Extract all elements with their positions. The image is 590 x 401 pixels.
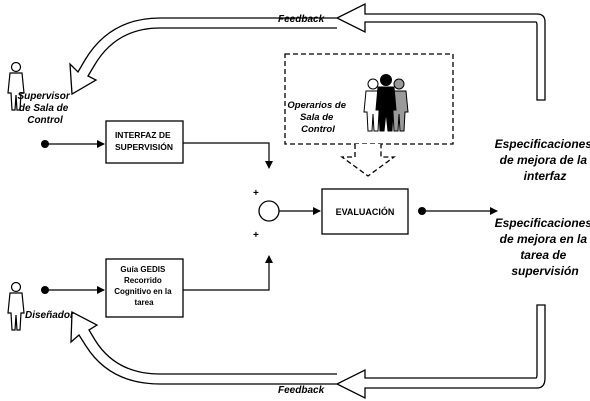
output-interfaz-label: Especificaciones de mejora de la interfa… bbox=[495, 137, 590, 183]
supervisor-person-icon bbox=[7, 61, 25, 111]
evaluacion-box bbox=[321, 188, 409, 235]
feedback-arrow-top bbox=[69, 2, 546, 101]
connector-interfaz-sum bbox=[183, 142, 273, 169]
designer-label: Diseñador bbox=[25, 310, 75, 321]
interfaz-supervision-box bbox=[105, 120, 184, 164]
operators-down-arrow bbox=[340, 144, 396, 177]
plus-sign-top: + bbox=[253, 188, 259, 199]
feedback-top-label: Feedback bbox=[278, 14, 325, 25]
evaluacion-box-label: EVALUACIÓN bbox=[336, 206, 395, 217]
interfaz-box-label: INTERFAZ DE SUPERVISIÓN bbox=[115, 130, 173, 152]
guia-gedis-box bbox=[105, 258, 184, 318]
summing-junction bbox=[258, 200, 280, 222]
designer-person-icon bbox=[7, 281, 25, 331]
connector-guia-sum bbox=[183, 255, 273, 291]
guia-box-label: Guía GEDIS Recorrido Cognitivo en la tar… bbox=[114, 265, 174, 307]
feedback-bottom-label: Feedback bbox=[278, 385, 325, 396]
output-tarea-label: Especificaciones de mejora en la tarea d… bbox=[495, 216, 590, 278]
operators-group-icon bbox=[363, 74, 409, 132]
plus-sign-bottom: + bbox=[253, 230, 259, 241]
feedback-arrow-bottom bbox=[70, 304, 546, 400]
supervisor-label: Supervisor de Sala de Control bbox=[17, 91, 72, 126]
operators-label: Operarios de Sala de Control bbox=[287, 100, 348, 135]
